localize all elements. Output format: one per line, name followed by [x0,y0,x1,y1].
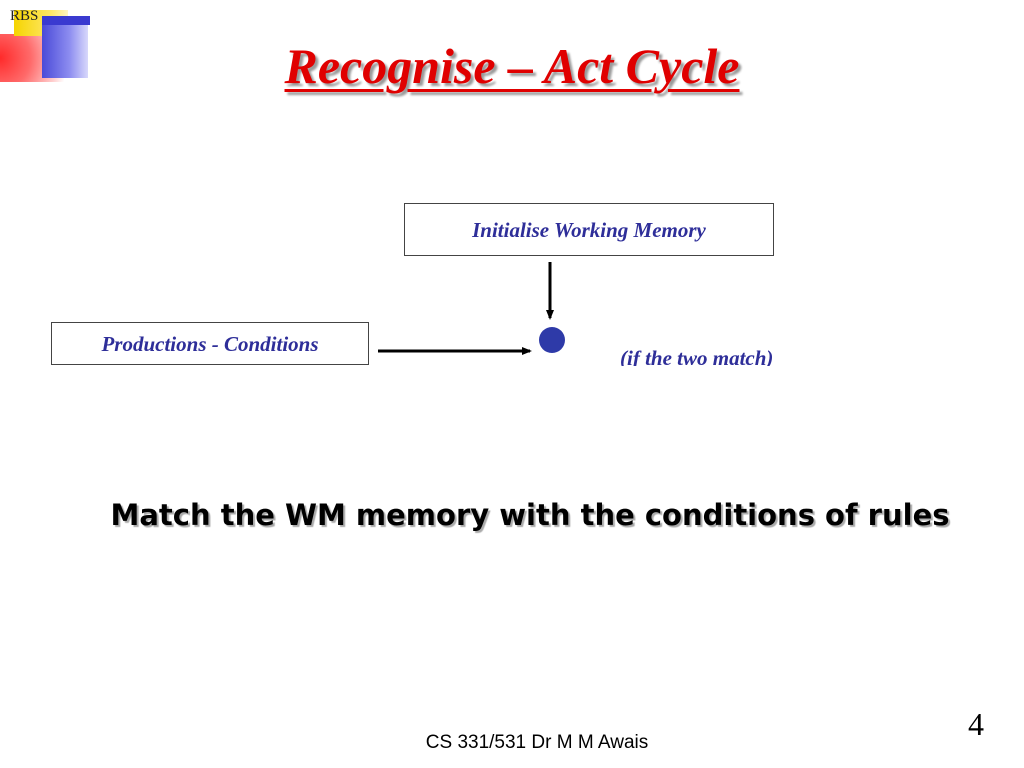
logo-blue-block [42,16,88,78]
footer-course: CS 331/531 Dr M M Awais [425,732,649,753]
working-memory-label: Initialise Working Memory [472,218,706,242]
logo: RBS [0,0,100,82]
productions-label: Productions - Conditions [101,332,319,356]
main-statement: Match the WM memory with the conditions … [110,498,950,532]
productions-box: Productions - Conditions [51,322,369,365]
logo-text: RBS [10,8,39,24]
page-number: 4 [968,706,984,742]
logo-blue-bar [42,16,90,25]
match-note: (if the two match) [620,346,774,366]
slide-title: Recognise – Act Cycle [284,38,740,94]
working-memory-box: Initialise Working Memory [404,203,774,256]
match-node [539,327,565,353]
